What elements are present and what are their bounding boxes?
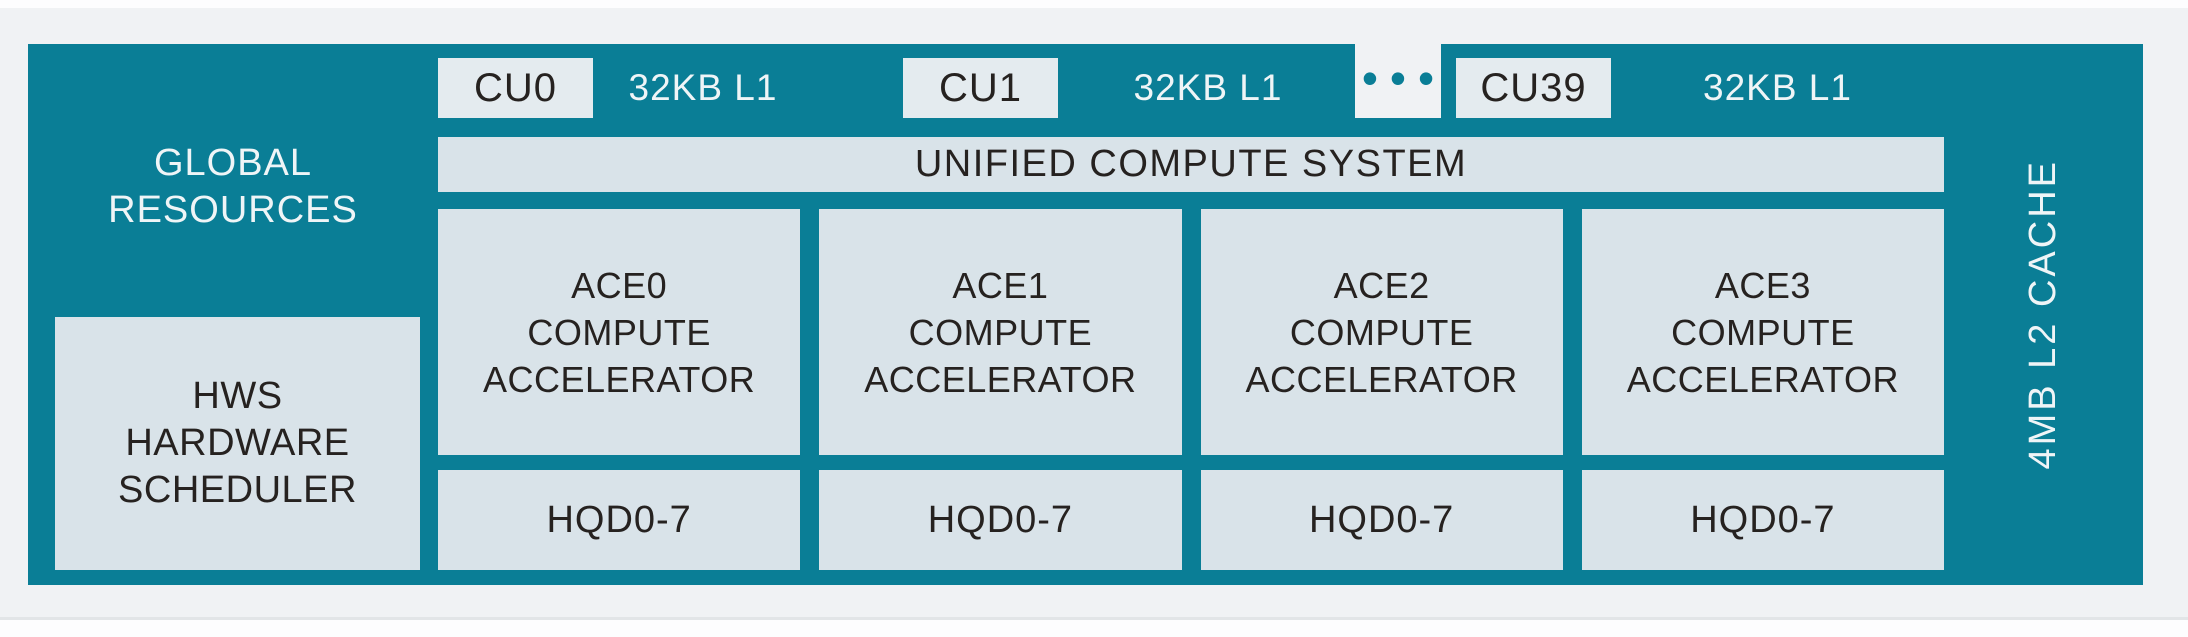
l1-cache-label-1: 32KB L1 xyxy=(628,67,778,108)
l1-cache-label-3: 32KB L1 xyxy=(1703,67,1852,108)
gpu-chip-block: GLOBAL RESOURCES HWS HARDWARE SCHEDULER … xyxy=(28,44,2143,585)
unified-compute-system-bar: UNIFIED COMPUTE SYSTEM xyxy=(438,137,1944,192)
cu-continuation-notch: ••• xyxy=(1355,44,1441,118)
ace0-compute-accelerator-box: ACE0 COMPUTE ACCELERATOR xyxy=(438,209,801,455)
hqd-row: HQD0-7 HQD0-7 HQD0-7 HQD0-7 xyxy=(438,470,1944,570)
l1-cache-label-2: 32KB L1 xyxy=(1133,67,1283,108)
cu0-box: CU0 xyxy=(438,58,593,118)
ace1-compute-accelerator-box: ACE1 COMPUTE ACCELERATOR xyxy=(819,209,1182,455)
ellipsis-icon: ••• xyxy=(1361,52,1447,104)
hws-hardware-scheduler-box: HWS HARDWARE SCHEDULER xyxy=(55,317,420,570)
ace3-compute-accelerator-box: ACE3 COMPUTE ACCELERATOR xyxy=(1581,209,1944,455)
global-resources-label: GLOBAL RESOURCES xyxy=(108,142,358,231)
cu1-box: CU1 xyxy=(903,58,1058,118)
l2-cache-label: 4MB L2 CACHE xyxy=(2022,159,2064,470)
ace2-compute-accelerator-box: ACE2 COMPUTE ACCELERATOR xyxy=(1200,209,1563,455)
hqd-box-ace1: HQD0-7 xyxy=(819,470,1182,570)
l2-cache-column: 4MB L2 CACHE xyxy=(1944,44,2143,585)
cu39-box: CU39 xyxy=(1456,58,1611,118)
hqd-box-ace0: HQD0-7 xyxy=(438,470,801,570)
hqd-box-ace2: HQD0-7 xyxy=(1200,470,1563,570)
hqd-box-ace3: HQD0-7 xyxy=(1581,470,1944,570)
ace-row: ACE0 COMPUTE ACCELERATOR ACE1 COMPUTE AC… xyxy=(438,209,1944,455)
